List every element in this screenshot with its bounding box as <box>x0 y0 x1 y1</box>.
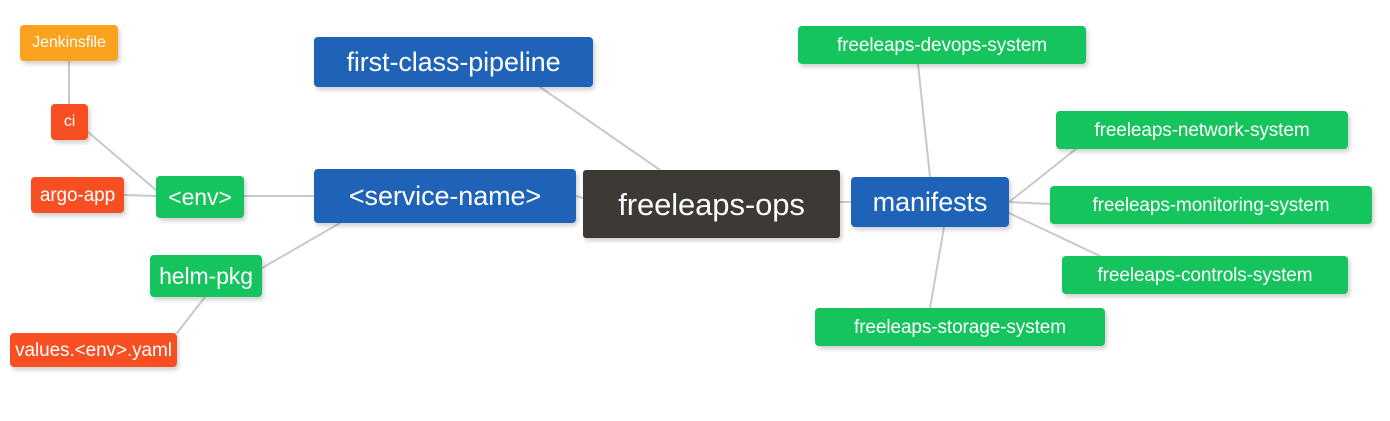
node-label: <service-name> <box>348 180 542 211</box>
edge-pipeline-to-root <box>539 86 661 171</box>
edge-helm-pkg-to-service-name <box>261 222 341 269</box>
mindmap-node-helm-pkg[interactable]: helm-pkg <box>150 255 262 297</box>
mindmap-node-monitoring[interactable]: freeleaps-monitoring-system <box>1050 186 1372 224</box>
node-label: <env> <box>168 183 232 210</box>
mindmap-node-argo-app[interactable]: argo-app <box>31 177 124 213</box>
mindmap-node-devops[interactable]: freeleaps-devops-system <box>798 26 1086 64</box>
mindmap-node-service-name[interactable]: <service-name> <box>314 169 576 223</box>
node-label: argo-app <box>39 184 116 206</box>
node-label: helm-pkg <box>159 262 253 289</box>
edge-manifests-to-storage <box>929 226 945 309</box>
mindmap-node-ci[interactable]: ci <box>51 104 88 140</box>
node-label: values.<env>.yaml <box>15 339 172 361</box>
edge-manifests-to-devops <box>917 63 931 178</box>
mindmap-node-env[interactable]: <env> <box>156 176 244 218</box>
mindmap-node-storage[interactable]: freeleaps-storage-system <box>815 308 1105 346</box>
mindmap-node-pipeline[interactable]: first-class-pipeline <box>314 37 593 87</box>
edge-service-name-to-root <box>575 195 584 199</box>
node-label: manifests <box>872 186 988 217</box>
edge-manifests-to-monitoring <box>1008 201 1051 205</box>
mindmap-node-values-yaml[interactable]: values.<env>.yaml <box>10 333 177 367</box>
edge-argo-app-to-env <box>123 194 157 197</box>
node-label: first-class-pipeline <box>346 46 561 77</box>
edge-values-yaml-to-helm-pkg <box>176 296 206 334</box>
mindmap-node-controls[interactable]: freeleaps-controls-system <box>1062 256 1348 294</box>
node-label: freeleaps-devops-system <box>837 34 1047 56</box>
node-label: freeleaps-network-system <box>1094 119 1310 141</box>
mindmap-node-manifests[interactable]: manifests <box>851 177 1009 227</box>
mindmap-node-root[interactable]: freeleaps-ops <box>583 170 840 238</box>
node-label: ci <box>63 113 76 130</box>
mindmap-node-jenkinsfile[interactable]: Jenkinsfile <box>20 25 118 61</box>
node-label: freeleaps-ops <box>618 186 805 222</box>
node-label: freeleaps-storage-system <box>854 316 1066 338</box>
node-label: Jenkinsfile <box>32 34 106 51</box>
node-label: freeleaps-monitoring-system <box>1092 194 1330 216</box>
mindmap-node-network[interactable]: freeleaps-network-system <box>1056 111 1348 149</box>
node-label: freeleaps-controls-system <box>1097 264 1313 286</box>
